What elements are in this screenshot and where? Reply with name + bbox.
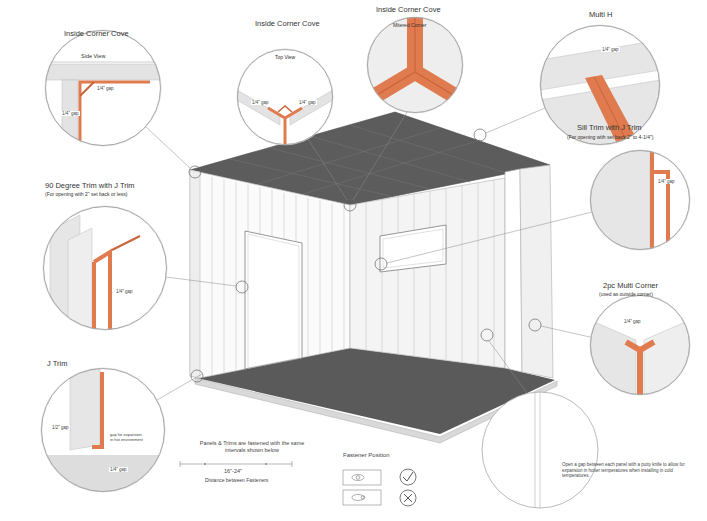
- detail-callout: 2pc Multi Corner(used as outside corner)…: [590, 295, 690, 395]
- gap-note: 1/4" gap: [601, 47, 620, 52]
- detail-subheading: Top View: [275, 55, 295, 61]
- detail-heading: 2pc Multi Corner: [603, 282, 658, 291]
- gap-note: 1/4" gap: [115, 289, 134, 294]
- detail-subheading: (used as outside corner): [599, 292, 653, 298]
- gap-note: 1/4" gap: [109, 467, 128, 472]
- detail-subheading: Side View: [81, 53, 105, 59]
- detail-heading: Multi H: [589, 11, 612, 20]
- gap-note: 1/2" gap: [51, 425, 70, 430]
- gap-note: 1/4" gap: [61, 111, 80, 116]
- detail-subheading: (For opening with set back 2" to 4-1/4"): [567, 135, 653, 141]
- detail-subheading: Mitered Corner: [393, 23, 426, 29]
- installation-note: Open a gap between each panel with a put…: [562, 462, 700, 479]
- gap-note: gap for expansion in hot environment: [109, 433, 145, 442]
- gap-note: 1/4" gap: [251, 100, 270, 105]
- detail-callout: Inside Corner CoveSide View 1/4" gap 1/4" …: [45, 30, 161, 146]
- detail-heading: Inside Corner Cove: [64, 30, 129, 39]
- gap-note: 1/4" gap: [298, 100, 317, 105]
- detail-callout: Inside Corner CoveMitered Corner: [367, 17, 463, 113]
- detail-callout: Inside Corner CoveTop View1/4" gap1/4" g…: [237, 49, 333, 145]
- dimension-caption: Distance between Fasteners: [205, 477, 268, 483]
- detail-callout: J Trim1/2" gapgap for expansion in hot e…: [41, 368, 165, 492]
- detail-heading: Inside Corner Cove: [255, 20, 320, 29]
- gap-note: 1/4" gap: [657, 179, 676, 184]
- detail-heading: Inside Corner Cove: [376, 6, 441, 15]
- gap-note: 1/4" gap: [623, 319, 642, 324]
- gap-note: 1/4" gap: [96, 86, 115, 91]
- detail-subheading: (For opening with 2" set back or less): [45, 192, 127, 198]
- detail-heading: J Trim: [47, 360, 67, 369]
- detail-callout: Sill Trim with J Trim(For opening with s…: [590, 150, 690, 250]
- dimension: 16"-24": [224, 468, 242, 475]
- detail-heading: Sill Trim with J Trim: [577, 124, 642, 133]
- detail-heading: 90 Degree Trim with J Trim: [45, 182, 135, 191]
- detail-callout: 90 Degree Trim with J Trim(For opening w…: [43, 206, 167, 330]
- section-label: Fastener Position: [343, 452, 390, 460]
- fastening-note: Panels & Trims are fastened with the sam…: [196, 440, 308, 454]
